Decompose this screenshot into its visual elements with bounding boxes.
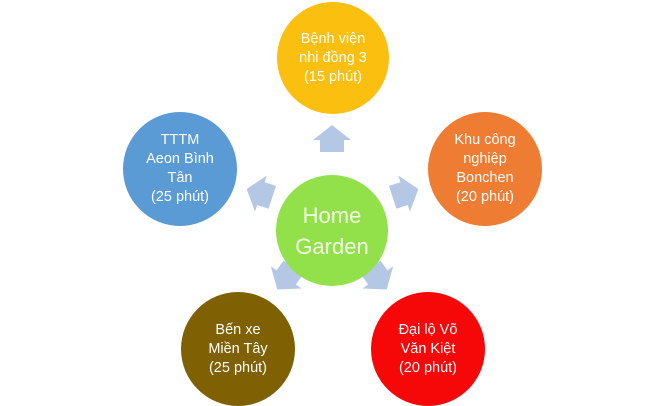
node-label: TTTM Aeon Bình Tân (25 phút)	[146, 132, 214, 205]
node-ben-xe-mien-tay: Bến xe Miền Tây (25 phút)	[181, 292, 295, 406]
node-home-garden: Home Garden	[276, 175, 388, 286]
node-tttm-aeon-binh-tan: TTTM Aeon Bình Tân (25 phút)	[123, 112, 237, 226]
arrow-upper-left-icon	[246, 175, 277, 212]
node-label: Bệnh viện nhi đồng 3 (15 phút)	[299, 30, 367, 85]
node-label: Khu công nghiệp Bonchen (20 phút)	[454, 132, 516, 205]
center-label: Home Garden	[295, 202, 369, 259]
node-label: Bến xe Miền Tây (25 phút)	[208, 321, 268, 376]
node-benh-vien-nhi-dong-3: Bệnh viện nhi đồng 3 (15 phút)	[277, 2, 389, 114]
node-label: Đại lộ Võ Văn Kiệt (20 phút)	[398, 321, 458, 376]
arrow-upper-right-icon	[388, 175, 419, 212]
arrow-up-icon	[313, 125, 351, 152]
node-dai-lo-vo-van-kiet: Đại lộ Võ Văn Kiệt (20 phút)	[371, 292, 485, 406]
node-khu-cong-nghiep-bonchen: Khu công nghiệp Bonchen (20 phút)	[428, 112, 542, 226]
